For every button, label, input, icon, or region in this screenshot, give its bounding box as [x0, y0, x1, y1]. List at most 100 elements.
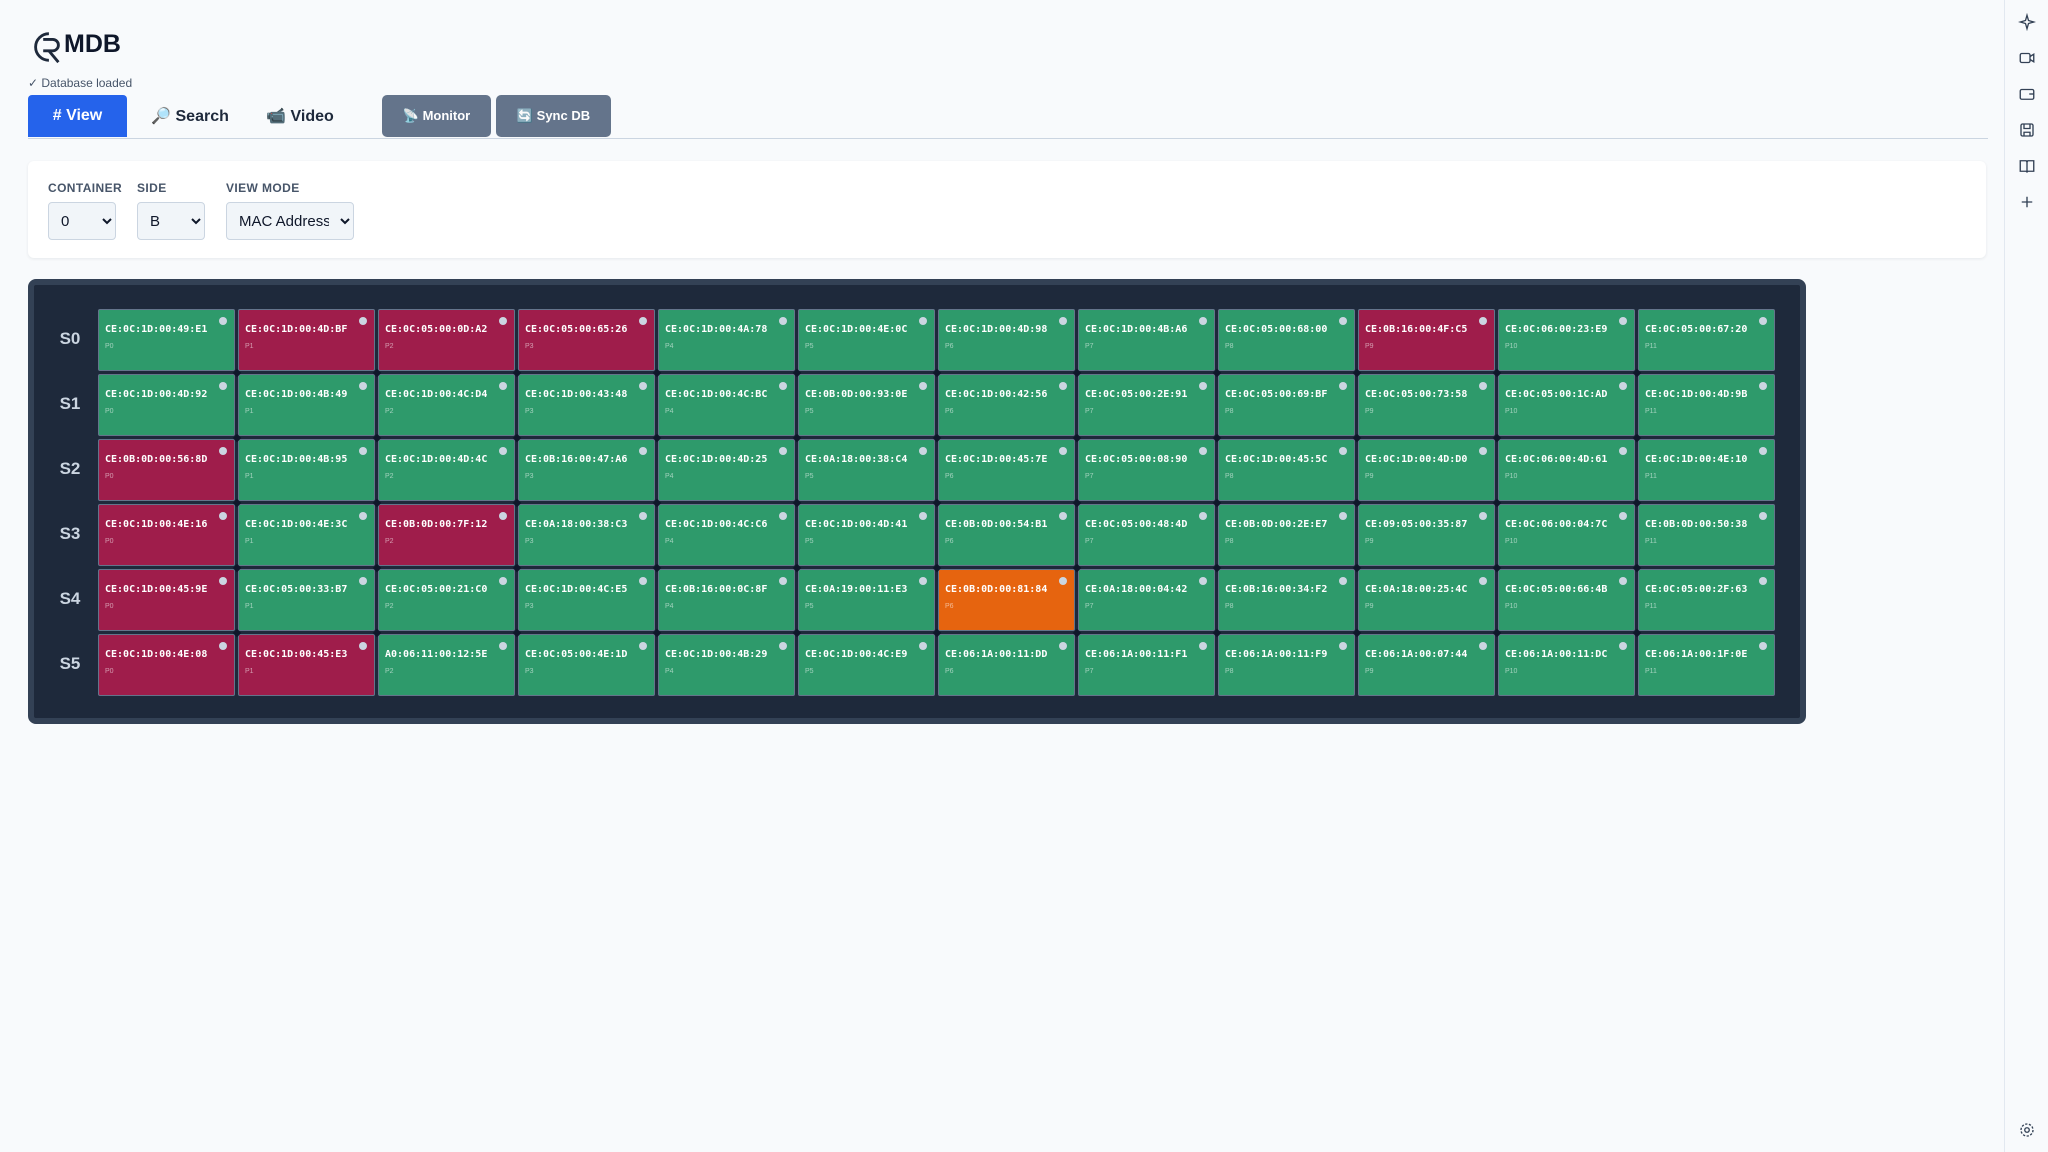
status-dot-icon [779, 447, 787, 455]
mac-address: CE:0B:0D:00:7F:12 [385, 519, 488, 530]
sparkle-icon[interactable] [2017, 12, 2037, 32]
mac-address: CE:0C:1D:00:4C:BC [665, 389, 768, 400]
mac-address: CE:0C:1D:00:4D:9B [1645, 389, 1748, 400]
container-select[interactable]: 0 [48, 202, 116, 240]
wallet-icon[interactable] [2017, 84, 2037, 104]
mac-address: CE:0C:1D:00:4B:95 [245, 454, 348, 465]
port-label: P11 [1645, 668, 1657, 675]
save-icon[interactable] [2017, 120, 2037, 140]
plus-icon[interactable] [2017, 192, 2037, 212]
port-label: P6 [945, 603, 954, 610]
status-dot-icon [1339, 382, 1347, 390]
gear-icon[interactable] [2017, 1120, 2037, 1140]
status-dot-icon [1479, 382, 1487, 390]
tab-view[interactable]: # View [28, 95, 127, 137]
side-select[interactable]: B [137, 202, 205, 240]
mac-address: CE:0B:0D:00:54:B1 [945, 519, 1048, 530]
monitor-button[interactable]: 📡 Monitor [382, 95, 491, 137]
port-label: P6 [945, 538, 954, 545]
book-icon[interactable] [2017, 156, 2037, 176]
tab-video[interactable]: 📹 Video [266, 108, 334, 125]
sync-db-button[interactable]: 🔄 Sync DB [496, 95, 611, 137]
tab-search[interactable]: 🔎 Search [151, 108, 229, 125]
port-label: P9 [1365, 473, 1374, 480]
video-icon[interactable] [2017, 48, 2037, 68]
view-mode-select[interactable]: MAC Address [226, 202, 354, 240]
port-label: P9 [1365, 668, 1374, 675]
